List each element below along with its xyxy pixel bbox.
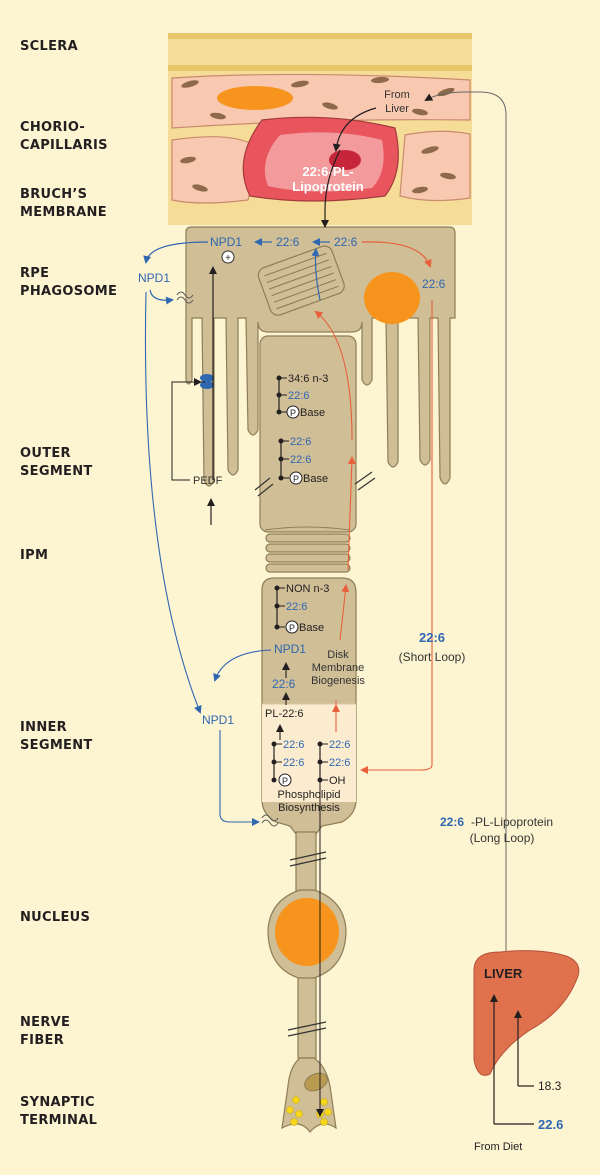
svg-text:22:6: 22:6 bbox=[329, 757, 350, 769]
long-loop-suffix: -PL-Lipoprotein bbox=[471, 815, 553, 829]
layer-label-choriocapillaris: CHORIO-CAPILLARIS bbox=[20, 120, 108, 153]
long-loop-label: (Long Loop) bbox=[470, 831, 535, 845]
pl-dha-label: PL-22:6 bbox=[265, 708, 304, 720]
svg-text:22:6: 22:6 bbox=[283, 757, 304, 769]
pedf-receptor-icon bbox=[200, 374, 214, 382]
biosynthesis-label: Biosynthesis bbox=[278, 802, 340, 814]
liver-label: LIVER bbox=[484, 966, 523, 981]
layer-label-ipm: IPM bbox=[20, 548, 49, 563]
dha-label-rpe-left: 22:6 bbox=[276, 235, 300, 249]
phospholipid-label: Phospholipid bbox=[278, 789, 341, 801]
short-loop-label: (Short Loop) bbox=[399, 650, 466, 664]
svg-text:NON n-3: NON n-3 bbox=[286, 583, 329, 595]
receptor-icon bbox=[176, 291, 194, 304]
lipoprotein-label-line2: Lipoprotein bbox=[292, 179, 364, 194]
diet-226-label: 22.6 bbox=[538, 1117, 563, 1132]
lipoprotein-capillary: 22:6-PL- Lipoprotein bbox=[242, 116, 399, 202]
svg-text:P: P bbox=[282, 776, 288, 786]
sclera-band bbox=[168, 33, 472, 71]
dha-label-rpe-right: 22:6 bbox=[334, 235, 358, 249]
outer-segment bbox=[259, 335, 357, 573]
plus-icon bbox=[221, 250, 235, 264]
dha-label-inner: 22:6 bbox=[272, 677, 296, 691]
svg-text:P: P bbox=[293, 474, 299, 484]
photoreceptor-nucleus bbox=[275, 898, 339, 966]
svg-text:22:6: 22:6 bbox=[288, 390, 309, 402]
receptor-icon bbox=[261, 814, 279, 827]
from-liver-label-line2: Liver bbox=[385, 103, 409, 115]
inner-segment-phospholipid: NON n-3 22:6 P Base bbox=[274, 583, 329, 634]
dha-label-rpe-side: 22:6 bbox=[422, 277, 446, 291]
npd1-label-rpe: NPD1 bbox=[210, 235, 242, 249]
svg-text:22:6: 22:6 bbox=[329, 739, 350, 751]
cell-body-and-axon bbox=[254, 471, 376, 1133]
svg-text:+: + bbox=[225, 253, 231, 264]
bruchs-membrane-band bbox=[168, 209, 472, 225]
npd1-label-mid: NPD1 bbox=[202, 713, 234, 727]
pedf-label: PEDF bbox=[193, 475, 223, 487]
svg-text:Base: Base bbox=[303, 473, 328, 485]
svg-text:22:6: 22:6 bbox=[290, 454, 311, 466]
disk-membrane-biogenesis-line1: Disk bbox=[327, 649, 349, 661]
layer-label-nucleus: NUCLEUS bbox=[20, 910, 91, 925]
disk-membrane-biogenesis-line3: Biogenesis bbox=[311, 675, 365, 687]
svg-text:P: P bbox=[289, 623, 295, 633]
biosynthesis-lipid-left: 22:6 22:6 P bbox=[271, 739, 304, 787]
rpe-nucleus bbox=[364, 272, 420, 324]
svg-text:OH: OH bbox=[329, 775, 346, 787]
svg-text:Base: Base bbox=[300, 407, 325, 419]
svg-text:34:6 n-3: 34:6 n-3 bbox=[288, 373, 328, 385]
svg-text:22:6: 22:6 bbox=[283, 739, 304, 751]
svg-text:Base: Base bbox=[299, 622, 324, 634]
svg-text:22:6: 22:6 bbox=[290, 436, 311, 448]
from-liver-label-line1: From bbox=[384, 89, 410, 101]
long-loop-dha: 22:6 bbox=[440, 815, 464, 829]
lipoprotein-label-line1: 22:6-PL- bbox=[302, 164, 353, 179]
from-diet-label: From Diet bbox=[474, 1141, 522, 1153]
disk-membrane-biogenesis-line2: Membrane bbox=[312, 662, 365, 674]
outer-segment-phospholipid-2: 22:6 22:6 P Base bbox=[278, 436, 328, 485]
phagosome-disk-stack bbox=[257, 245, 345, 316]
liver-shape bbox=[473, 950, 580, 1076]
svg-text:22:6: 22:6 bbox=[286, 601, 307, 613]
diet-183-label: 18.3 bbox=[538, 1079, 562, 1093]
short-loop-dha: 22:6 bbox=[419, 630, 445, 645]
outer-segment-phospholipid-1: 34:6 n-3 22:6 P Base bbox=[276, 373, 328, 419]
inner-segment bbox=[261, 577, 357, 835]
npd1-label-inner: NPD1 bbox=[274, 642, 306, 656]
layer-label-sclera: SCLERA bbox=[20, 39, 78, 54]
npd1-label-left: NPD1 bbox=[138, 271, 170, 285]
svg-text:P: P bbox=[290, 408, 296, 418]
biosynthesis-lipid-right: 22:6 22:6 OH bbox=[317, 739, 350, 787]
